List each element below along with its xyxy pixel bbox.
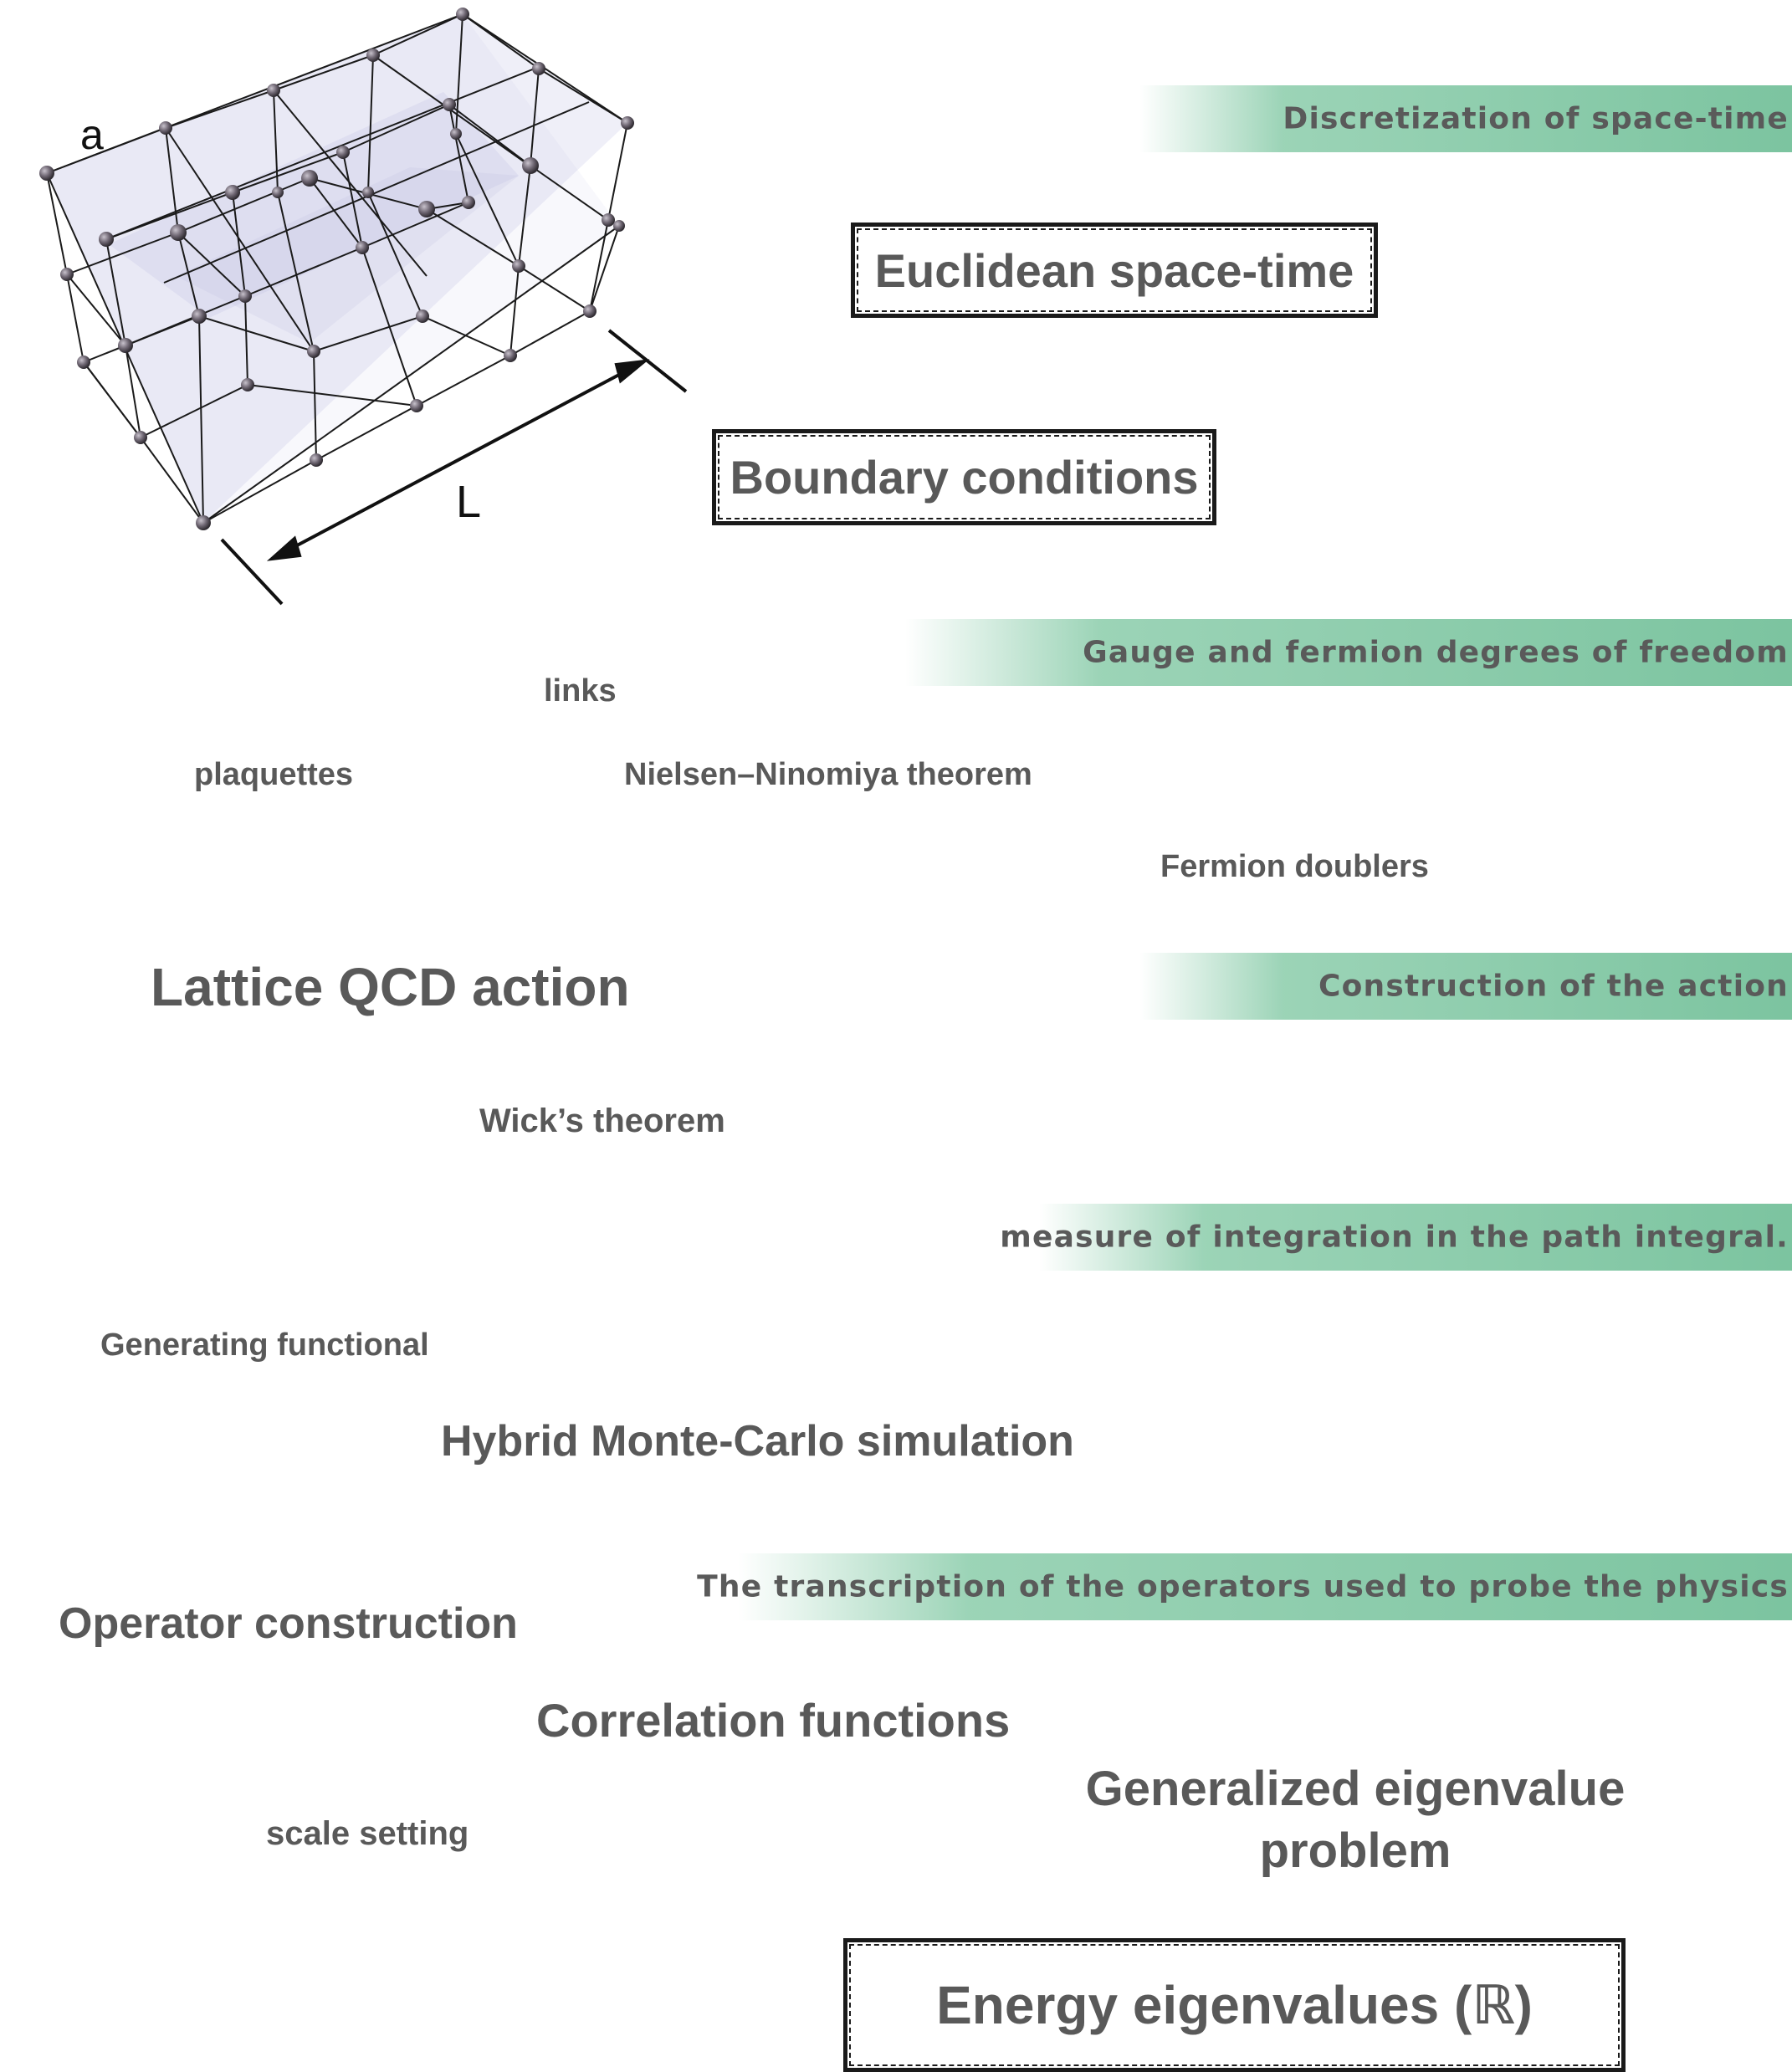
- lattice-faces: [47, 14, 627, 523]
- fermion-doublers-label: Fermion doublers: [1160, 849, 1429, 884]
- spacing-label: a: [80, 111, 104, 158]
- band-action-label: Construction of the action: [1318, 969, 1789, 1004]
- plaquettes-label: plaquettes: [194, 757, 354, 792]
- extent-dimension: [220, 329, 688, 606]
- nielsen-ninomiya-label: Nielsen–Ninomiya theorem: [624, 757, 1032, 792]
- wick-theorem-label: Wick’s theorem: [479, 1103, 725, 1139]
- links-label: links: [544, 673, 617, 709]
- correlation-functions-label: Correlation functions: [536, 1694, 1011, 1747]
- band-measure: measure of integration in the path integ…: [1000, 1204, 1792, 1271]
- lattice-action-label: Lattice QCD action: [151, 957, 630, 1017]
- scale-setting-label: scale setting: [266, 1815, 469, 1852]
- operator-construction-label: Operator construction: [59, 1599, 518, 1648]
- boundary-label: Boundary conditions: [730, 451, 1199, 504]
- gevp-label: Generalized eigenvalue problem: [1054, 1758, 1656, 1882]
- band-measure-label: measure of integration in the path integ…: [1000, 1220, 1789, 1255]
- lattice-edges: [46, 13, 628, 524]
- extent-label: L: [456, 477, 481, 527]
- band-operators: The transcription of the operators used …: [697, 1553, 1792, 1620]
- band-gauge-fermion: Gauge and fermion degrees of freedom: [905, 619, 1792, 686]
- band-gauge-fermion-label: Gauge and fermion degrees of freedom: [1083, 635, 1789, 670]
- band-discretization: Discretization of space-time: [1139, 85, 1792, 152]
- euclidean-label: Euclidean space-time: [874, 243, 1354, 297]
- euclidean-box: Euclidean space-time: [851, 223, 1378, 318]
- band-operators-label: The transcription of the operators used …: [697, 1569, 1789, 1604]
- band-discretization-label: Discretization of space-time: [1283, 101, 1789, 136]
- band-action: Construction of the action: [1139, 953, 1792, 1020]
- lattice-nodes: [39, 8, 634, 530]
- boundary-box: Boundary conditions: [712, 429, 1216, 525]
- hmc-label: Hybrid Monte-Carlo simulation: [441, 1417, 1074, 1466]
- energy-box: Energy eigenvalues (ℝ): [843, 1938, 1626, 2072]
- energy-label: Energy eigenvalues (ℝ): [936, 1974, 1533, 2035]
- gevp-line-1: Generalized eigenvalue: [1085, 1762, 1626, 1816]
- generating-functional-label: Generating functional: [100, 1328, 429, 1363]
- gevp-line-2: problem: [1259, 1824, 1452, 1878]
- lattice-diagram: a L: [39, 8, 688, 606]
